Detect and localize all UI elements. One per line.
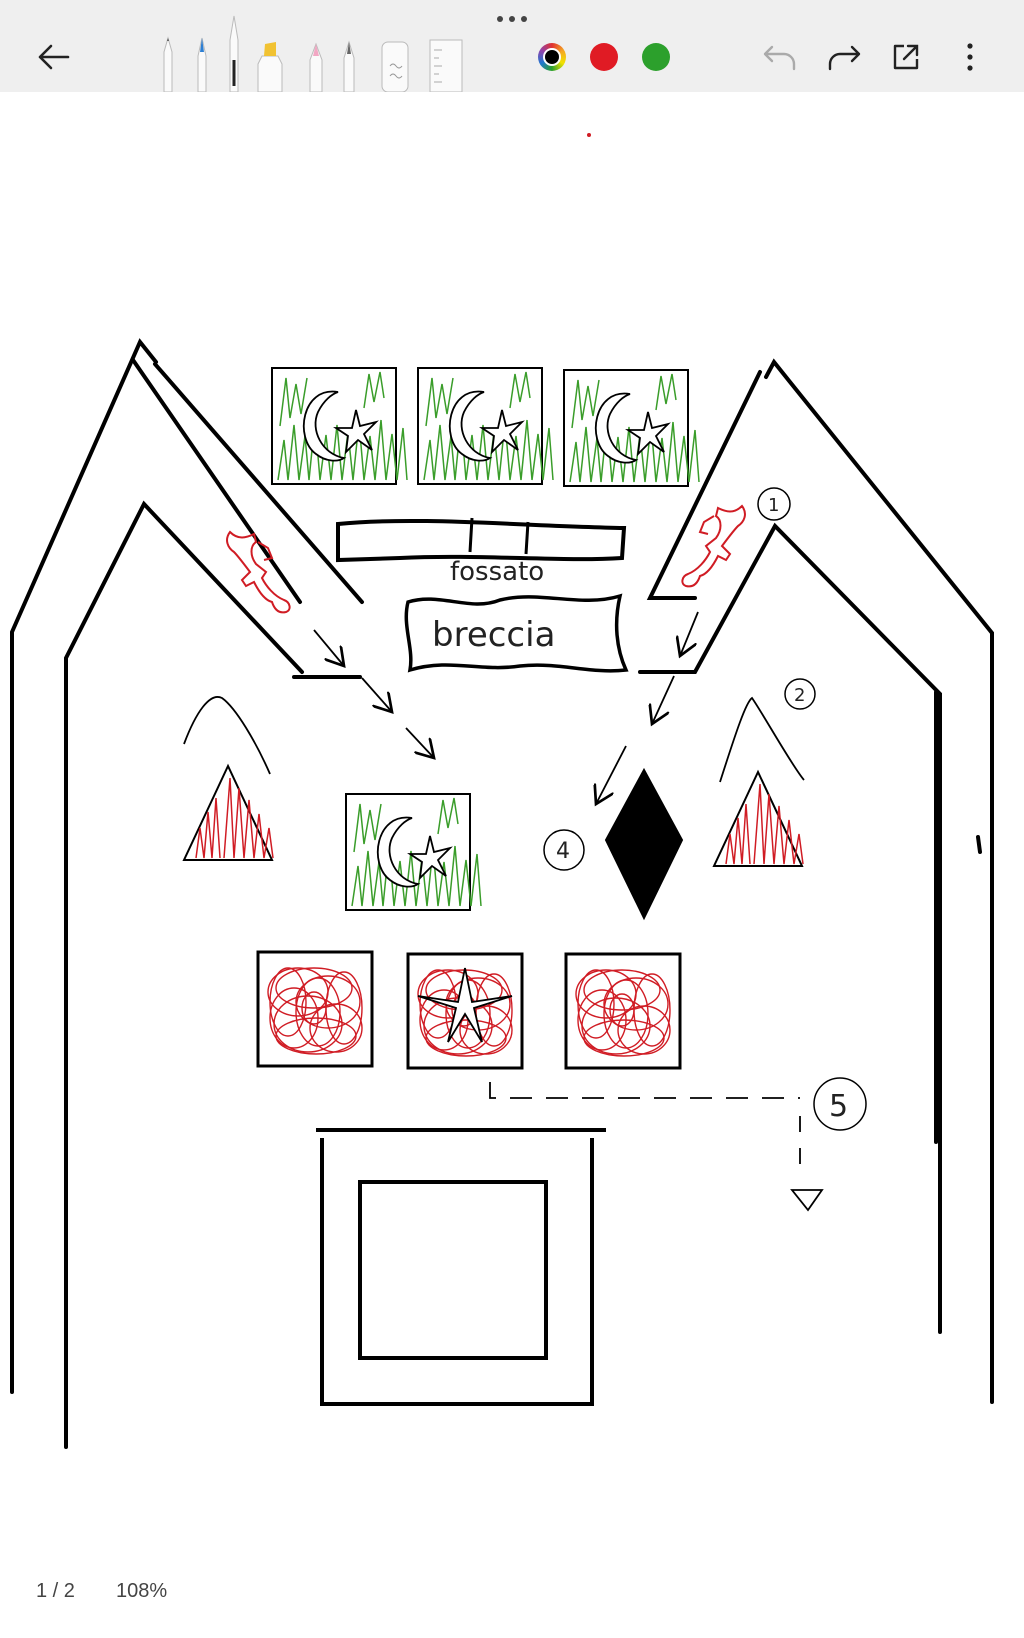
redo-button[interactable] xyxy=(820,33,868,81)
svg-text:4: 4 xyxy=(556,839,570,864)
right-trumpet xyxy=(681,505,746,588)
breach-label: breccia xyxy=(432,615,555,655)
right-attack-arrows xyxy=(596,611,699,804)
svg-text:2: 2 xyxy=(794,685,805,706)
exit-path xyxy=(489,1082,824,1212)
brush-pen-tool[interactable] xyxy=(197,37,207,93)
red-tiles-row xyxy=(256,950,682,1070)
selected-color-black xyxy=(545,50,559,64)
calligraphy-pen-tool[interactable] xyxy=(343,40,355,93)
breach: breccia xyxy=(404,593,629,673)
pen-tools-group xyxy=(150,8,490,93)
highlighter-tool[interactable] xyxy=(257,42,283,93)
left-tent xyxy=(183,696,274,861)
color-red-button[interactable] xyxy=(590,43,618,71)
svg-text:1: 1 xyxy=(768,495,779,516)
castle-outline xyxy=(10,338,994,1449)
drawing-canvas[interactable]: fossato breccia 1 xyxy=(0,92,1024,1638)
marker-5: 5 xyxy=(813,1077,867,1131)
left-attack-arrows xyxy=(313,629,434,758)
fineliner-tool[interactable] xyxy=(229,15,239,93)
top-green-tiles xyxy=(271,367,700,487)
redo-icon xyxy=(828,45,861,71)
marker-4: 4 xyxy=(543,829,585,871)
share-button[interactable] xyxy=(882,33,930,81)
black-diamond xyxy=(604,767,684,921)
more-horizontal-icon[interactable] xyxy=(494,12,530,26)
ruler-tool[interactable] xyxy=(429,39,463,93)
zoom-level: 108% xyxy=(116,1580,168,1602)
page-indicator: 1 / 2 xyxy=(36,1580,75,1602)
center-green-tile xyxy=(345,793,482,911)
color-picker-button[interactable] xyxy=(538,43,566,71)
moat: fossato xyxy=(336,517,627,587)
marker-tool[interactable] xyxy=(309,42,323,93)
color-green-button[interactable] xyxy=(642,43,670,71)
sketch-drawing: fossato breccia 1 xyxy=(10,133,994,1449)
pencil-tool[interactable] xyxy=(163,36,173,93)
moat-label: fossato xyxy=(450,557,544,587)
undo-icon xyxy=(763,45,796,71)
keep xyxy=(316,1128,606,1406)
marker-2: 2 xyxy=(784,678,816,710)
eraser-tool[interactable] xyxy=(381,41,409,93)
back-button[interactable] xyxy=(30,33,78,81)
svg-text:5: 5 xyxy=(829,1089,848,1124)
right-tent xyxy=(713,696,805,867)
more-vertical-icon xyxy=(967,43,973,71)
top-toolbar xyxy=(0,0,1024,93)
undo-button[interactable] xyxy=(756,33,804,81)
more-options-button[interactable] xyxy=(946,33,994,81)
arrow-left-icon xyxy=(38,44,70,70)
marker-1: 1 xyxy=(757,487,791,521)
share-icon xyxy=(893,44,919,70)
